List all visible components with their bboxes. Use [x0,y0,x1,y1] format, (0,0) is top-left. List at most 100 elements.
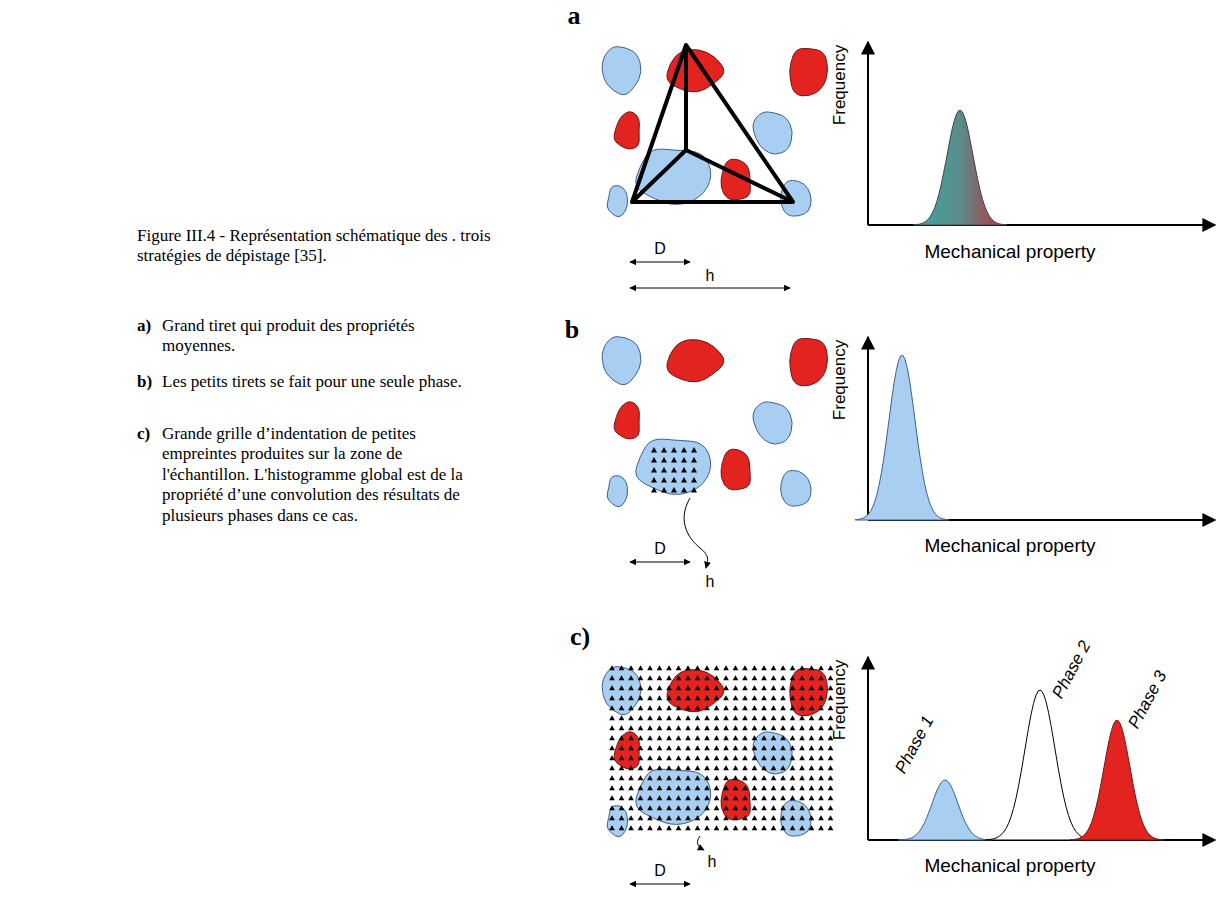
indent-mark [685,675,691,680]
indent-mark [809,685,815,690]
indent-mark [752,705,758,710]
indent-mark [685,725,691,730]
indent-mark [647,715,653,720]
indent-mark [780,825,786,830]
indent-mark [647,665,653,670]
indent-mark [761,735,767,740]
phase-red-grain [614,112,639,149]
indent-mark [742,775,748,780]
phase-label: Phase 2 [1048,638,1095,703]
indent-mark [799,775,805,780]
panel-letter: a [568,0,581,31]
indent-mark [685,685,691,690]
indent-mark [609,705,615,710]
indent-mark [628,685,634,690]
indent-mark [628,825,634,830]
indent-mark [799,785,805,790]
indent-mark [666,695,672,700]
phase-blue-grain [753,402,792,444]
indent-mark [780,785,786,790]
indent-mark [661,457,667,462]
indent-mark [685,745,691,750]
indent-mark [809,735,815,740]
indent-mark [685,765,691,770]
indent-mark [661,477,667,482]
indent-mark [771,775,777,780]
indent-mark [704,725,710,730]
indent-mark [666,675,672,680]
indent-mark [790,775,796,780]
indent-mark [657,735,663,740]
indent-mark [809,825,815,830]
indent-mark [761,685,767,690]
indent-mark [695,715,701,720]
y-axis [867,42,869,225]
indent-mark [818,715,824,720]
indent-mark [714,725,720,730]
indent-mark [651,477,657,482]
indent-mark [799,735,805,740]
indent-mark [628,775,634,780]
indent-mark [676,805,682,810]
indent-mark [685,665,691,670]
distribution-peak [898,780,992,840]
indent-mark [619,725,625,730]
indent-mark [771,735,777,740]
indent-mark [671,487,677,492]
indent-mark [733,725,739,730]
indent-mark [704,765,710,770]
phase-red-grain [721,449,750,490]
y-axis [867,337,869,520]
indent-mark [799,765,805,770]
indent-mark [761,765,767,770]
indent-mark [628,705,634,710]
indent-mark [742,735,748,740]
indent-mark [790,785,796,790]
indent-mark [628,695,634,700]
indent-mark [619,765,625,770]
indent-mark [695,825,701,830]
indent-mark [628,785,634,790]
indent-mark [752,785,758,790]
indent-mark [799,825,805,830]
axis-title: Frequency [830,340,850,420]
indent-mark [771,755,777,760]
phase-blue-grain [602,47,641,95]
indent-mark [818,755,824,760]
phase-red-grain [790,338,828,385]
indent-mark [671,457,677,462]
indent-mark [685,815,691,820]
indent-mark [761,805,767,810]
indent-mark [647,695,653,700]
indent-mark [714,815,720,820]
phase-blue-grain [602,337,641,385]
indent-mark [647,725,653,730]
dimension-label: D [654,861,666,880]
axis-title: Frequency [830,660,850,740]
indent-mark [809,815,815,820]
dimension-label: D [654,239,666,258]
indent-mark [714,715,720,720]
phase-blue-grain [636,439,711,494]
indent-mark [714,765,720,770]
indent-mark [695,695,701,700]
indent-mark [809,765,815,770]
indent-mark [685,825,691,830]
indent-mark [733,815,739,820]
indent-mark [676,815,682,820]
indent-mark [723,815,729,820]
indent-mark [695,815,701,820]
indent-mark [742,795,748,800]
indent-mark [695,725,701,730]
indent-mark [666,785,672,790]
indent-mark [609,775,615,780]
indent-mark [714,745,720,750]
indent-mark [723,785,729,790]
indent-mark [799,685,805,690]
indent-mark [714,775,720,780]
indent-mark [828,765,834,770]
indent-mark [695,705,701,710]
indent-mark [714,705,720,710]
indent-mark [723,715,729,720]
indent-mark [681,477,687,482]
